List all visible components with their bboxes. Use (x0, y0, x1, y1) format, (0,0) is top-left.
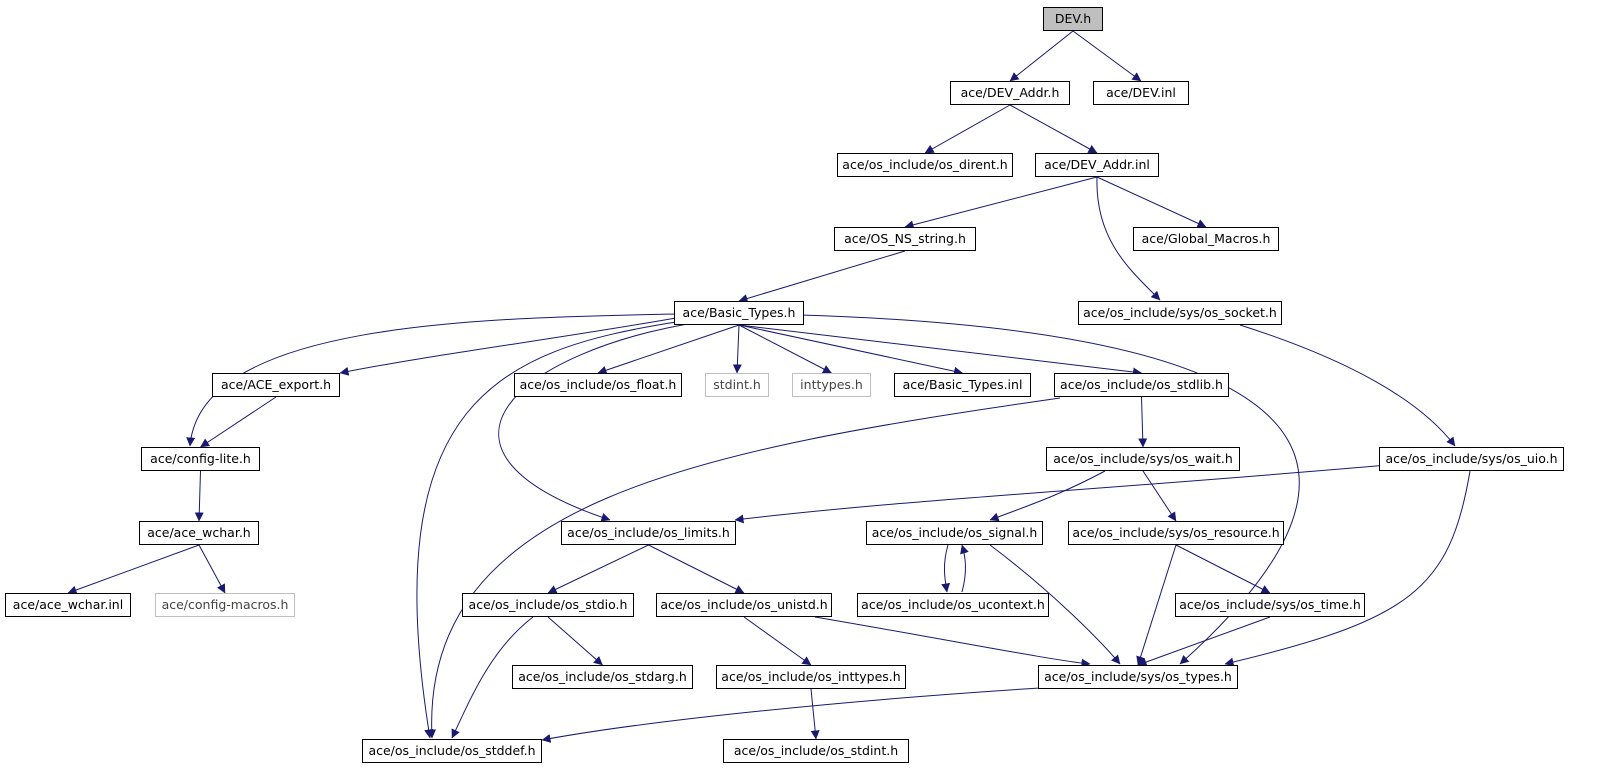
edge-sys_os_uio-to-sys_os_types (1224, 470, 1471, 667)
node-os-stdlib[interactable]: ace/os_include/os_stdlib.h (1054, 373, 1229, 397)
node-os-limits[interactable]: ace/os_include/os_limits.h (561, 521, 736, 545)
edge-dev_h-to-dev_addr_h (1009, 30, 1074, 82)
edge-os_stdio-to-os_stddef (451, 616, 534, 739)
node-os-float[interactable]: ace/os_include/os_float.h (514, 373, 682, 397)
edge-os_signal-to-os_ucontext (941, 544, 951, 593)
edge-basic_types_h-to-sys_os_types (799, 314, 1300, 665)
edge-os_signal-to-sys_os_types (989, 544, 1121, 665)
edge-sys_os_resource-to-sys_os_types (1136, 544, 1177, 666)
edge-sys_os_uio-to-os_limits (734, 463, 1401, 524)
node-sys-os-uio[interactable]: ace/os_include/sys/os_uio.h (1379, 447, 1564, 471)
node-inttypes-h[interactable]: inttypes.h (792, 373, 871, 397)
node-config-macros[interactable]: ace/config-macros.h (155, 593, 295, 617)
node-basic-types-h[interactable]: ace/Basic_Types.h (674, 301, 804, 325)
edge-os_ucontext-to-os_signal (960, 544, 969, 593)
node-sys-os-wait[interactable]: ace/os_include/sys/os_wait.h (1046, 447, 1240, 471)
node-ace-export[interactable]: ace/ACE_export.h (212, 373, 340, 397)
edge-os_stdlib-to-os_stddef (427, 397, 1061, 739)
node-sys-os-socket[interactable]: ace/os_include/sys/os_socket.h (1078, 301, 1282, 325)
edge-basic_types_h-to-stdint_h (732, 324, 742, 374)
edge-sys_os_socket-to-sys_os_uio (1239, 324, 1456, 447)
edge-os_stdio-to-os_stdarg (547, 616, 603, 666)
node-os-ns-string[interactable]: ace/OS_NS_string.h (834, 227, 976, 251)
node-global-macros[interactable]: ace/Global_Macros.h (1133, 227, 1279, 251)
edge-basic_types_h-to-os_float (597, 324, 740, 375)
node-sys-os-time[interactable]: ace/os_include/sys/os_time.h (1175, 593, 1365, 617)
edge-ace_export-to-config_lite (200, 396, 277, 448)
edge-os_limits-to-os_stdio (547, 544, 649, 594)
edge-os_unistd-to-sys_os_types (814, 616, 1091, 668)
edge-ace_wchar_h-to-config_macros (198, 544, 226, 594)
node-ace-wchar-h[interactable]: ace/ace_wchar.h (139, 521, 259, 545)
edge-basic_types_h-to-basic_types_inl (738, 324, 963, 376)
node-dev-inl[interactable]: ace/DEV.inl (1093, 81, 1189, 105)
edge-dev_addr_inl-to-os_ns_string (904, 176, 1098, 230)
edge-os_stdlib-to-sys_os_wait (1138, 396, 1148, 448)
edge-basic_types_h-to-os_limits (498, 321, 701, 522)
node-dev-h[interactable]: DEV.h (1043, 7, 1103, 31)
edge-basic_types_h-to-config_lite (186, 313, 677, 447)
edge-os_ns_string-to-basic_types_h (738, 250, 906, 303)
edge-dev_addr_inl-to-sys_os_socket (1096, 176, 1161, 301)
edge-os_unistd-to-os_inttypes (743, 616, 812, 666)
edge-basic_types_h-to-os_stdlib (738, 324, 1142, 377)
edge-dev_addr_h-to-os_dirent (924, 104, 1011, 154)
edge-os_limits-to-os_unistd (648, 544, 745, 594)
edge-sys_os_wait-to-sys_os_resource (1142, 470, 1177, 522)
node-os-dirent[interactable]: ace/os_include/os_dirent.h (837, 153, 1013, 177)
node-os-stdint[interactable]: ace/os_include/os_stdint.h (723, 739, 909, 763)
edge-basic_types_h-to-inttypes_h (738, 324, 832, 374)
edge-dev_addr_h-to-dev_addr_inl (1009, 104, 1098, 154)
node-stdint-h[interactable]: stdint.h (705, 373, 769, 397)
edge-basic_types_h-to-ace_export (339, 317, 677, 376)
edge-sys_os_resource-to-sys_os_time (1175, 544, 1271, 594)
node-os-stdarg[interactable]: ace/os_include/os_stdarg.h (512, 665, 693, 689)
edge-dev_addr_inl-to-global_macros (1096, 176, 1207, 228)
node-os-stdio[interactable]: ace/os_include/os_stdio.h (462, 593, 634, 617)
node-os-unistd[interactable]: ace/os_include/os_unistd.h (656, 593, 832, 617)
node-sys-os-resource[interactable]: ace/os_include/sys/os_resource.h (1068, 521, 1284, 545)
node-basic-types-inl[interactable]: ace/Basic_Types.inl (894, 373, 1031, 397)
node-os-stddef[interactable]: ace/os_include/os_stddef.h (362, 739, 542, 763)
edge-os_inttypes-to-os_stdint (810, 688, 820, 740)
node-dev-addr-inl[interactable]: ace/DEV_Addr.inl (1035, 153, 1159, 177)
node-ace-wchar-inl[interactable]: ace/ace_wchar.inl (5, 593, 131, 617)
node-os-inttypes[interactable]: ace/os_include/os_inttypes.h (716, 665, 906, 689)
node-os-signal[interactable]: ace/os_include/os_signal.h (866, 521, 1043, 545)
edge-sys_os_types-to-os_stddef (541, 687, 1041, 743)
edge-basic_types_h-to-os_stddef (416, 321, 677, 739)
node-config-lite[interactable]: ace/config-lite.h (141, 447, 260, 471)
edge-dev_h-to-dev_inl (1072, 30, 1142, 82)
edge-sys_os_wait-to-os_signal (989, 470, 1106, 522)
edge-ace_wchar_h-to-ace_wchar_inl (67, 544, 200, 595)
node-dev-addr-h[interactable]: ace/DEV_Addr.h (950, 81, 1070, 105)
edge-config_lite-to-ace_wchar_h (194, 470, 204, 522)
node-os-ucontext[interactable]: ace/os_include/os_ucontext.h (857, 593, 1049, 617)
edge-sys_os_time-to-sys_os_types (1137, 616, 1271, 667)
node-sys-os-types[interactable]: ace/os_include/sys/os_types.h (1038, 665, 1238, 689)
